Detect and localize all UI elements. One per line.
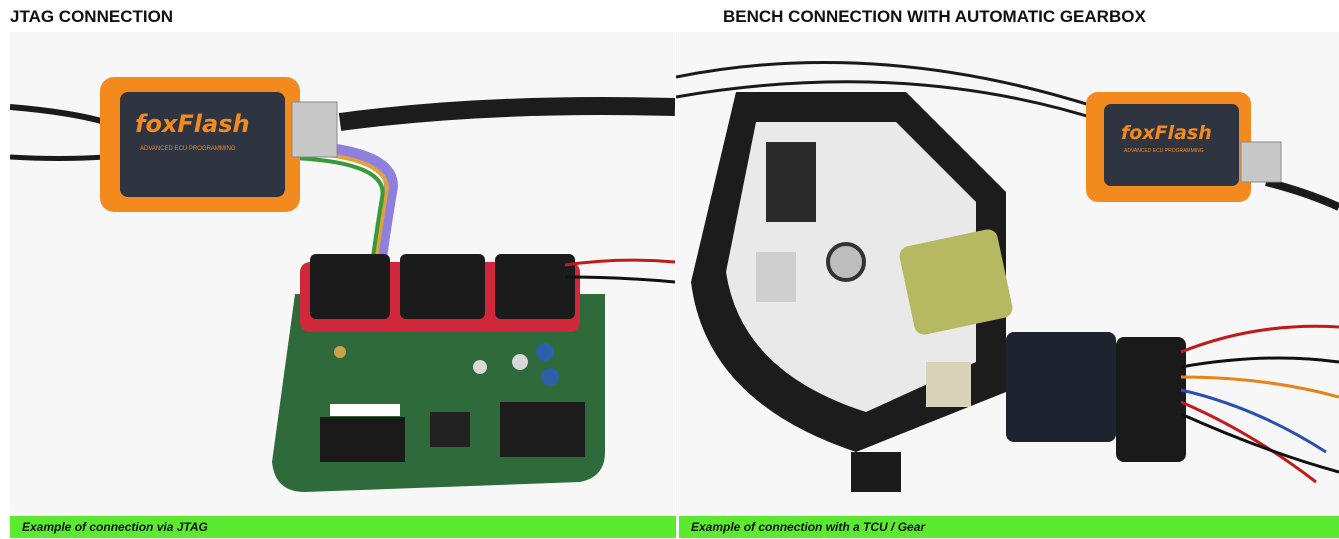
tcu-unit <box>691 92 1013 492</box>
bench-panel: BENCH CONNECTION WITH AUTOMATIC GEARBOX … <box>676 0 1339 539</box>
bench-heading: BENCH CONNECTION WITH AUTOMATIC GEARBOX <box>723 7 1146 26</box>
bench-connection-photo: foxFlash ADVANCED ECU PROGRAMMING <box>676 32 1339 516</box>
jtag-heading: JTAG CONNECTION <box>10 7 174 26</box>
foxflash-device-left: foxFlash ADVANCED ECU PROGRAMMING <box>100 77 338 212</box>
ecu-board <box>272 254 605 492</box>
bench-caption-bar: Example of connection with a TCU / Gear <box>679 516 1339 538</box>
device-subtitle-right: ADVANCED ECU PROGRAMMING <box>1124 148 1204 154</box>
foxflash-device-right: foxFlash ADVANCED ECU PROGRAMMING <box>1086 92 1282 202</box>
device-brand-right: foxFlash <box>1121 122 1212 144</box>
jtag-caption-bar: Example of connection via JTAG <box>10 516 676 538</box>
jtag-caption: Example of connection via JTAG <box>22 520 208 534</box>
jtag-panel: JTAG CONNECTION foxFlash ADVANCED ECU PR… <box>10 7 676 538</box>
device-subtitle-left: ADVANCED ECU PROGRAMMING <box>140 146 236 152</box>
jtag-connection-photo: foxFlash ADVANCED ECU PROGRAMMING <box>10 32 675 516</box>
device-brand-left: foxFlash <box>135 110 250 138</box>
bench-caption: Example of connection with a TCU / Gear <box>691 520 926 534</box>
